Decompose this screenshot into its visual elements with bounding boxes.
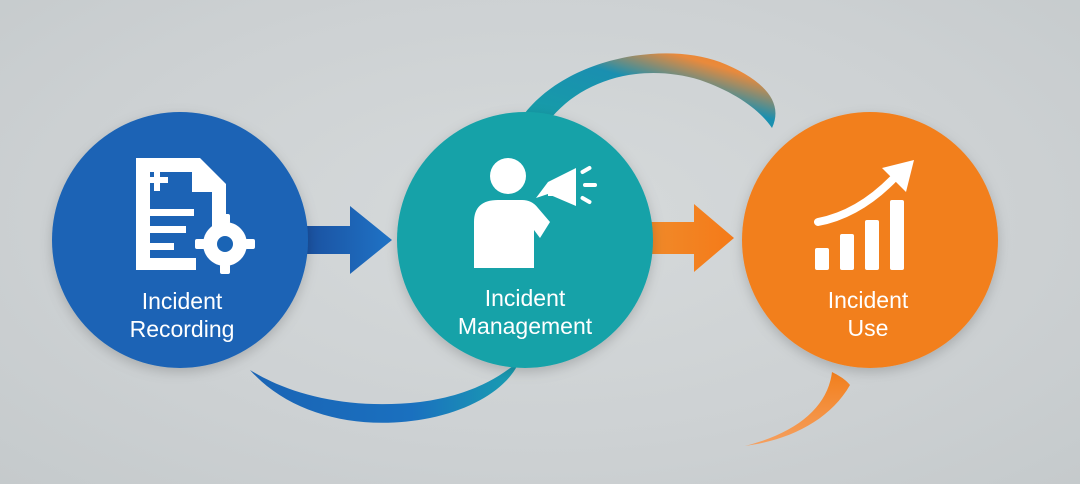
orange-tail-swoosh <box>745 372 850 446</box>
stage-label-use-line2: Use <box>848 315 889 341</box>
stage-label-use-line1: Incident <box>828 287 909 313</box>
person-megaphone-icon <box>474 158 597 268</box>
stage-label-management-line2: Management <box>458 313 593 339</box>
top-arc-swoosh <box>520 53 776 128</box>
document-gear-icon <box>136 158 255 274</box>
stage-incident-use: Incident Use <box>742 112 998 368</box>
stage-label-management-line1: Incident <box>485 285 566 311</box>
stage-label-recording-line1: Incident <box>142 288 223 314</box>
growth-chart-icon <box>814 160 914 270</box>
stage-incident-recording: Incident Recording <box>52 112 308 368</box>
stage-label-recording-line2: Recording <box>130 316 235 342</box>
stage-incident-management: Incident Management <box>397 112 653 368</box>
stage-circle-recording <box>52 112 308 368</box>
bottom-arc-swoosh <box>250 360 520 423</box>
arrow-recording-to-management <box>300 206 392 274</box>
arrow-management-to-use <box>648 204 734 272</box>
